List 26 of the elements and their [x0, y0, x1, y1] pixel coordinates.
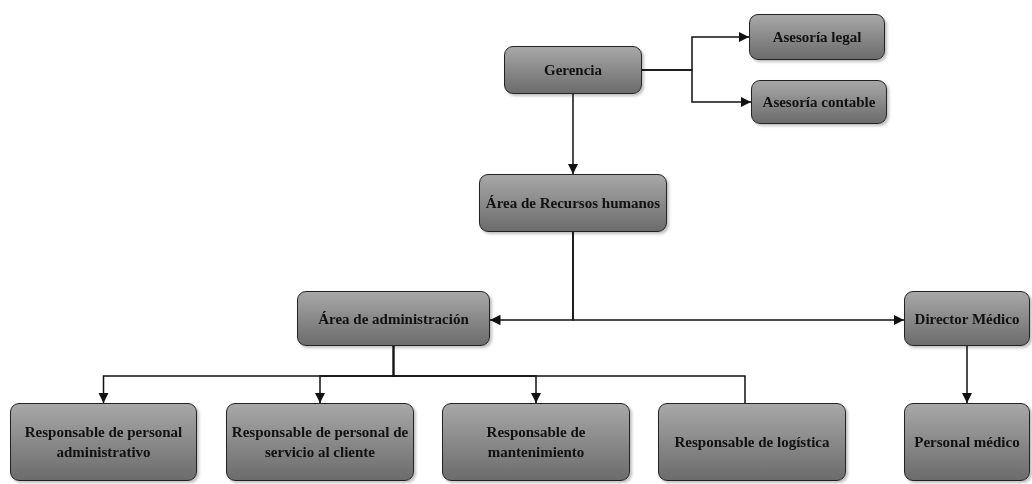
connector-arrow	[572, 231, 905, 326]
org-box	[297, 291, 490, 346]
org-box	[10, 403, 197, 481]
box-label: Asesoría contable	[762, 93, 876, 112]
box-label: Responsable de mantenimiento	[485, 423, 587, 462]
box-label: Responsable de logística	[674, 433, 830, 452]
connector-arrow	[641, 69, 752, 108]
org-box	[749, 14, 885, 60]
org-box	[751, 80, 887, 124]
box-label: Área de Recursos humanos	[485, 194, 661, 213]
org-box	[442, 403, 630, 481]
org-box	[226, 403, 414, 481]
box-label: Responsable de personal administrativo	[23, 423, 184, 462]
box-label: Área de administración	[318, 309, 469, 329]
org-box	[479, 174, 667, 232]
org-box	[504, 46, 642, 94]
connector-arrow	[961, 345, 973, 404]
box-label: Director Médico	[914, 309, 1020, 329]
org-box	[658, 403, 846, 481]
org-box	[904, 403, 1030, 481]
box-label: Asesoría legal	[772, 28, 862, 47]
box-label: Responsable de personal de servicio al cliente	[231, 423, 409, 462]
box-label: Personal médico	[914, 433, 1020, 452]
org-box	[904, 291, 1030, 346]
connector-arrow	[567, 93, 579, 175]
box-label: Gerencia	[543, 61, 602, 80]
